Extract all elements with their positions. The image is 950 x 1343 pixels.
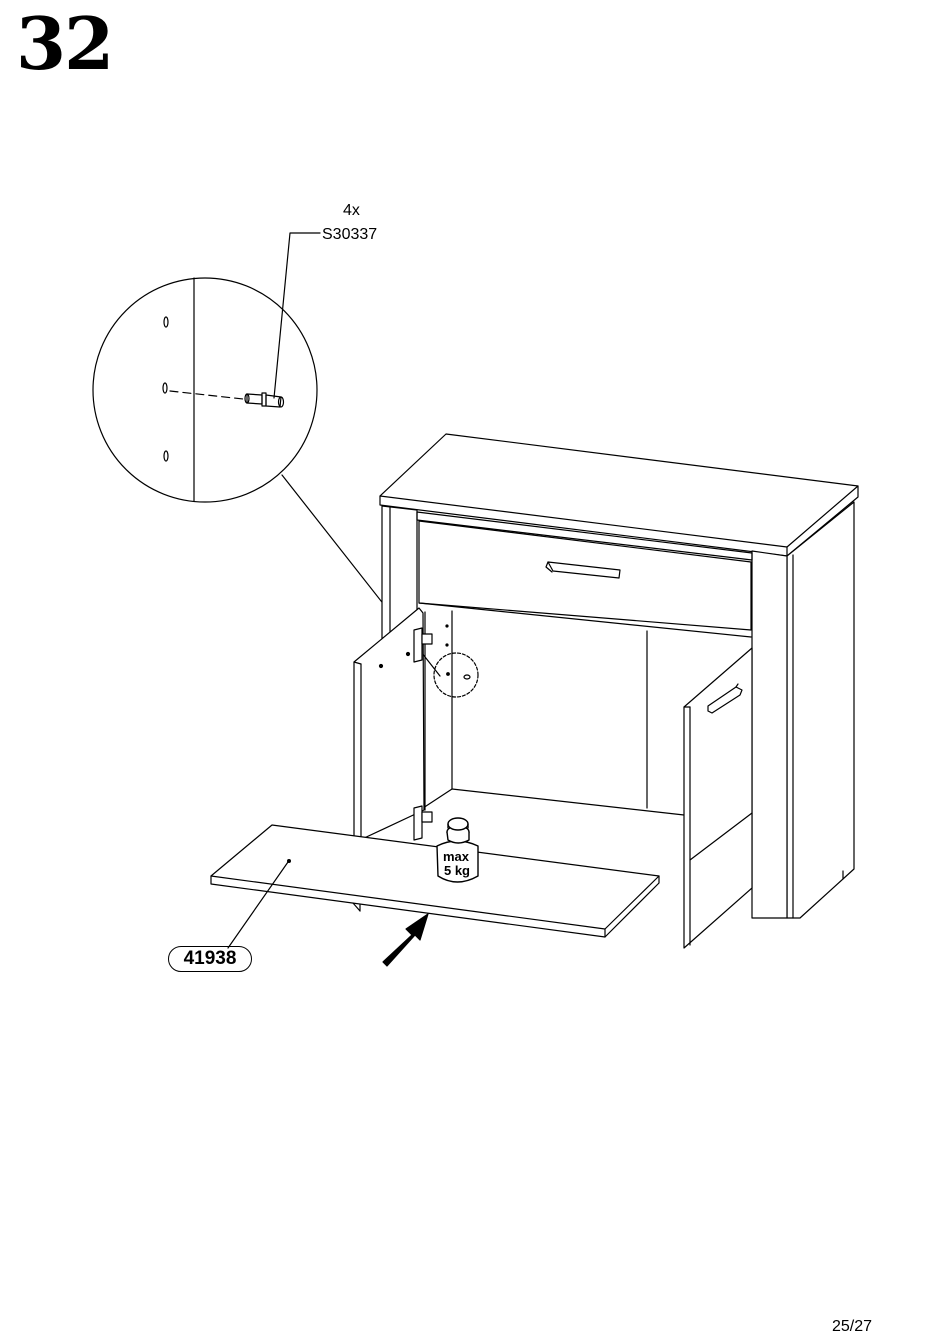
dowel-pin-icon bbox=[245, 393, 284, 407]
page-number: 25/27 bbox=[832, 1318, 872, 1336]
bottom-panel bbox=[211, 825, 659, 937]
hardware-leader bbox=[274, 233, 320, 398]
target-circle bbox=[434, 653, 478, 697]
detail-circle bbox=[93, 278, 317, 502]
right-door bbox=[684, 648, 752, 948]
part-number-badge: 41938 bbox=[168, 946, 252, 972]
insert-arrow-icon bbox=[383, 914, 428, 966]
left-door bbox=[354, 608, 432, 840]
weight-limit-line1: max bbox=[443, 849, 470, 864]
weight-limit-line2: 5 kg bbox=[444, 863, 470, 878]
